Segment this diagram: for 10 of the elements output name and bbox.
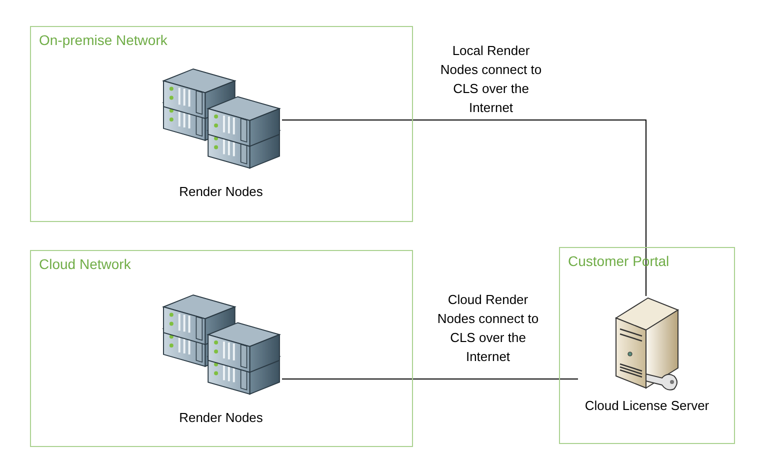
group-container [30, 26, 413, 222]
group-title: On-premise Network [39, 32, 168, 48]
group-title: Cloud Network [39, 256, 131, 272]
group-container [559, 247, 735, 444]
device-label: Cloud License Server [584, 398, 710, 413]
device-label: Render Nodes [179, 410, 263, 425]
device-label: Render Nodes [179, 184, 263, 199]
group-container [30, 250, 413, 447]
connector-line [282, 120, 646, 296]
connector-line [282, 378, 578, 380]
